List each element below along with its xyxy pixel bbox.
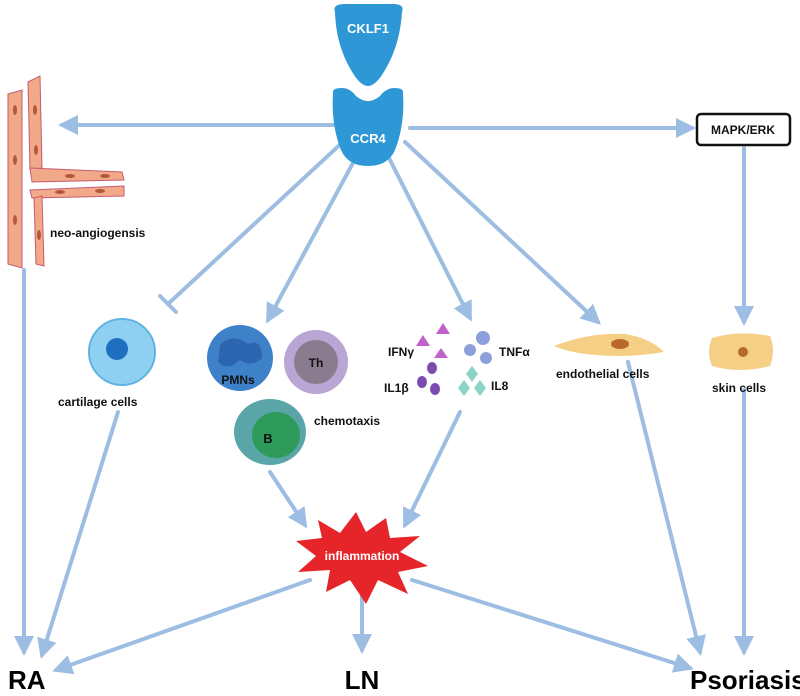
mapk-erk-box: MAPK/ERK — [695, 112, 792, 147]
il8-label: IL8 — [491, 379, 509, 393]
tnfa-symbols — [464, 331, 492, 364]
arrow-group — [14, 115, 754, 675]
ifng-label: IFNγ — [388, 345, 414, 359]
cklf1-ligand: CKLF1 — [334, 4, 403, 86]
pmn-cell: PMNs — [207, 325, 273, 391]
b-label: B — [263, 431, 272, 446]
outcome-psoriasis: Psoriasis — [690, 665, 800, 695]
endothelial-cells-label: endothelial cells — [556, 367, 650, 381]
arrow-ccr4-to-cytokines — [383, 148, 472, 322]
pmns-label: PMNs — [221, 373, 255, 387]
il1b-symbols — [417, 362, 440, 395]
cartilage-cells-label: cartilage cells — [58, 395, 138, 409]
inflammation-burst: inflammation — [296, 512, 428, 604]
arrow-cartilage-to-ra — [37, 410, 120, 659]
cartilage-cell — [88, 318, 156, 386]
vessel-network — [7, 75, 125, 269]
inhibit-ccr4-to-cartilage — [166, 138, 347, 306]
inhibit-bar — [158, 294, 178, 314]
arrow-endothelial-to-psoriasis — [626, 360, 706, 656]
ifng-symbols — [416, 323, 450, 358]
mapk-erk-label: MAPK/ERK — [711, 123, 775, 137]
b-cell: B — [234, 399, 306, 465]
th-label: Th — [309, 356, 324, 370]
arrow-immune-to-inflammation — [268, 470, 308, 529]
outcome-ra: RA — [8, 665, 46, 695]
inflammation-label: inflammation — [325, 549, 400, 563]
skin-cell — [709, 333, 773, 370]
arrow-inflammation-to-ra — [52, 578, 312, 675]
skin-cells-label: skin cells — [712, 381, 766, 395]
arrow-ccr4-to-immune-cells — [266, 148, 362, 324]
ccr4-label: CCR4 — [350, 131, 386, 146]
endothelial-cell — [554, 333, 664, 356]
neo-angiogenesis-label: neo-angiogensis — [50, 226, 146, 240]
outcome-ln: LN — [345, 665, 380, 695]
ccr4-receptor: CCR4 — [332, 88, 404, 166]
th-cell: Th — [284, 330, 348, 394]
arrow-cytokines-to-inflammation — [403, 410, 462, 529]
il1b-label: IL1β — [384, 381, 409, 395]
cklf1-label: CKLF1 — [347, 21, 389, 36]
chemotaxis-label: chemotaxis — [314, 414, 380, 428]
il8-symbols — [458, 366, 486, 396]
arrow-inflammation-to-psoriasis — [410, 578, 694, 673]
arrow-ccr4-to-endothelial — [403, 140, 601, 325]
tnfa-label: TNFα — [499, 345, 530, 359]
